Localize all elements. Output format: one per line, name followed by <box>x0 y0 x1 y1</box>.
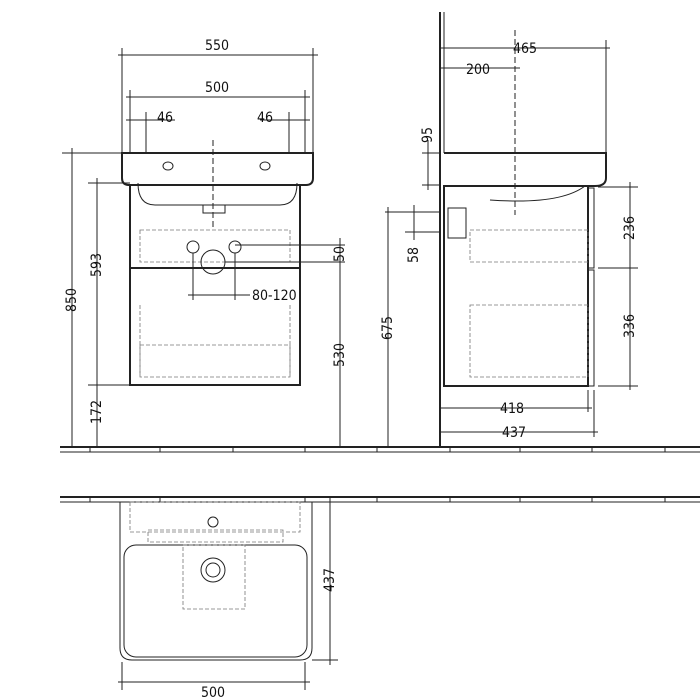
side-dimensions: 465 200 95 58 675 236 336 418 437 <box>380 40 638 447</box>
basin-side <box>444 152 607 187</box>
basin-bowl-top <box>123 544 308 658</box>
dim-418: 418 <box>500 401 524 417</box>
front-view <box>121 140 314 386</box>
dim-50: 50 <box>332 246 348 262</box>
top-view <box>119 501 313 661</box>
basin-front <box>121 152 314 186</box>
side-view <box>439 12 607 447</box>
top-dimensions: 500 437 <box>118 497 338 700</box>
supply-hole-left <box>186 240 200 254</box>
dim-46-right: 46 <box>257 110 273 126</box>
dim-437-side: 437 <box>502 425 526 441</box>
dim-58: 58 <box>406 247 422 263</box>
dim-550: 550 <box>205 38 229 54</box>
door-top <box>587 187 595 269</box>
drain-top <box>200 557 226 583</box>
dim-46-left: 46 <box>157 110 173 126</box>
dim-500-top: 500 <box>201 685 225 700</box>
dim-593: 593 <box>89 253 105 277</box>
cabinet-front <box>129 184 301 386</box>
dim-236: 236 <box>622 216 638 240</box>
bowl-outline <box>137 182 298 206</box>
dim-465: 465 <box>513 41 537 57</box>
dim-437-top: 437 <box>322 568 338 592</box>
floor-line <box>60 446 700 453</box>
tap-hole-top <box>207 516 219 528</box>
front-dimensions: 550 500 46 46 850 593 172 50 530 80-120 <box>62 38 348 447</box>
wall-line-top-view <box>60 496 700 503</box>
tap-hole-right <box>259 161 271 171</box>
dim-172: 172 <box>89 400 105 424</box>
siphon <box>447 207 467 239</box>
dim-530: 530 <box>332 343 348 367</box>
dim-336: 336 <box>622 314 638 338</box>
dim-500: 500 <box>205 80 229 96</box>
dim-200: 200 <box>466 62 490 78</box>
tap-hole-left <box>162 161 174 171</box>
dim-850: 850 <box>64 288 80 312</box>
dim-675: 675 <box>380 316 396 340</box>
dim-95: 95 <box>420 127 436 143</box>
supply-hole-right <box>228 240 242 254</box>
dim-80-120: 80-120 <box>252 288 297 304</box>
